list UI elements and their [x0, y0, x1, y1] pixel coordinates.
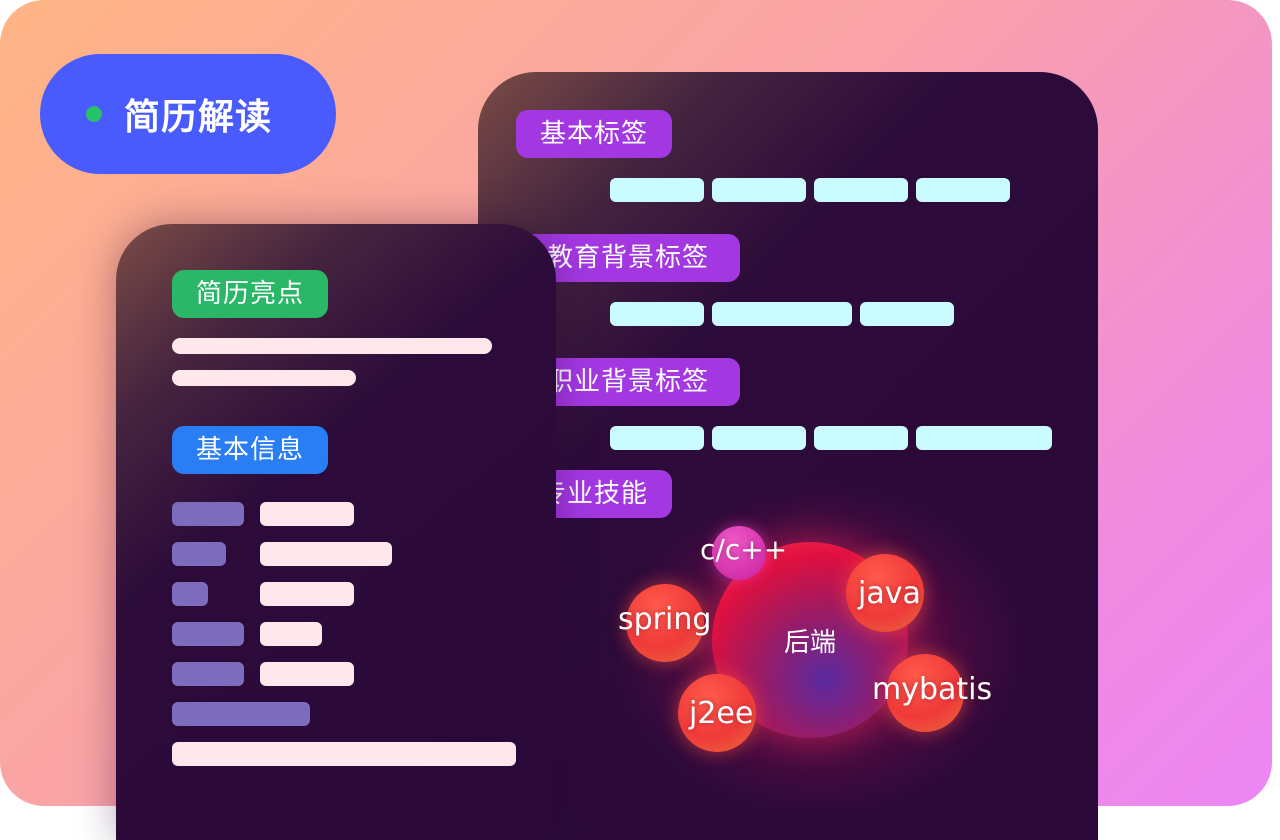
info-value-placeholder [260, 662, 354, 686]
basic-tags-label: 基本标签 [516, 110, 672, 158]
basic-tag-placeholder [712, 178, 806, 202]
skill-bubble-cpp [712, 526, 766, 580]
status-dot-icon [86, 106, 102, 122]
education-tag-placeholder [860, 302, 954, 326]
info-key-placeholder [172, 582, 208, 606]
info-key-placeholder [172, 622, 244, 646]
education-tag-placeholder [610, 302, 704, 326]
resume-analysis-title: 简历解读 [124, 97, 273, 138]
skill-label-j2ee: j2ee [689, 696, 754, 731]
skill-label-mybatis: mybatis [872, 672, 993, 707]
basic-info-label: 基本信息 [172, 426, 328, 474]
career-tag-placeholder [610, 426, 704, 450]
info-value-placeholder [260, 622, 322, 646]
career-tag-placeholder [814, 426, 908, 450]
basic-tag-placeholder [610, 178, 704, 202]
skill-bubble-java [846, 554, 924, 632]
education-tags-label: 教育背景标签 [516, 234, 740, 282]
skill-bubble-mybatis [886, 654, 964, 732]
info-key-placeholder [172, 542, 226, 566]
info-key-placeholder [172, 502, 244, 526]
skill-label-java: java [858, 576, 921, 611]
basic-tag-placeholder [916, 178, 1010, 202]
skill-bubble-spring [626, 584, 704, 662]
info-key-placeholder [172, 662, 244, 686]
basic-tag-placeholder [814, 178, 908, 202]
info-key-placeholder [172, 702, 310, 726]
skill-bubble-j2ee [678, 674, 756, 752]
resume-analysis-badge: 简历解读 [40, 54, 336, 174]
career-tag-placeholder [916, 426, 1052, 450]
highlight-line-placeholder [172, 338, 492, 354]
info-value-placeholder [260, 502, 354, 526]
resume-highlights-label: 简历亮点 [172, 270, 328, 318]
info-value-placeholder [260, 582, 354, 606]
skill-label-spring: spring [618, 602, 712, 637]
skill-center-label: 后端 [783, 627, 836, 658]
skill-label-cpp: c/c++ [700, 533, 788, 566]
info-value-placeholder [172, 742, 516, 766]
resume-panel [116, 224, 556, 840]
highlight-line-placeholder [172, 370, 356, 386]
education-tag-placeholder [712, 302, 852, 326]
info-value-placeholder [260, 542, 392, 566]
career-tag-placeholder [712, 426, 806, 450]
